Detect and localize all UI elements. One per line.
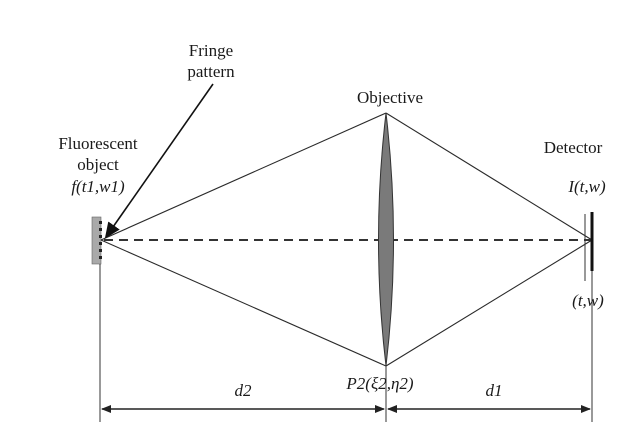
fringe-dots [99,221,102,259]
fringe-label-line1: Fringe [189,41,233,60]
image-function-label: I(t,w) [567,177,606,196]
d1-label: d1 [486,381,503,400]
fringe-pointer-arrow [104,83,214,239]
detector-coords-label: (t,w) [572,291,604,310]
objective-label: Objective [357,88,423,107]
pupil-label: P2(ξ2,η2) [345,374,414,393]
fringe-label-line2: pattern [187,62,235,81]
object-function-label: f(t1,w1) [71,177,125,196]
objective-lens [378,112,394,367]
fluorescent-label-line1: Fluorescent [58,134,138,153]
detector-label: Detector [544,138,603,157]
fluorescent-label-line2: object [77,155,119,174]
d2-label: d2 [235,381,253,400]
light-rays [100,112,593,367]
